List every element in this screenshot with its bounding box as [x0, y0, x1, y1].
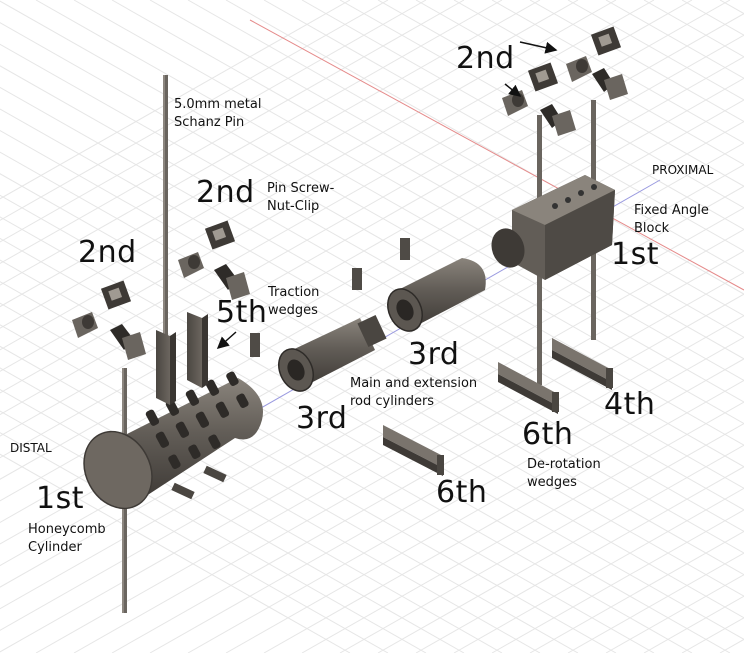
pin-screw-label: Pin Screw- Nut-Clip: [267, 181, 335, 214]
grid-line: [491, 509, 744, 653]
grid-line: [0, 453, 351, 653]
small-wedge: [250, 333, 260, 357]
step-2nd-left: 2nd: [78, 235, 137, 270]
grid-line: [301, 401, 744, 653]
grid-line: [187, 336, 744, 653]
grid-line: [0, 0, 617, 351]
grid-line: [263, 0, 744, 274]
step-2nd-top: 2nd: [456, 41, 515, 76]
grid-line: [453, 487, 744, 653]
grid-line: [0, 0, 541, 308]
grid-line: [643, 595, 744, 653]
rod-cylinder-main: [278, 314, 387, 392]
clip-group-left: [72, 280, 146, 360]
fixed-angle-block: [491, 175, 615, 280]
grid-line: [339, 423, 744, 653]
proximal-label: PROXIMAL: [652, 163, 714, 177]
schanz-pin-long: [163, 75, 168, 360]
grid-line: [35, 250, 744, 653]
traction-wedge-a: [156, 330, 176, 405]
arrow-2nd-top-b: [504, 83, 522, 97]
red-axis: [249, 19, 744, 291]
traction-wedge-b: [187, 312, 208, 388]
grid-line: [339, 0, 744, 230]
step-6th-b: 6th: [436, 475, 488, 510]
cylinder-foot-a: [171, 482, 195, 500]
grid-line: [149, 315, 744, 653]
arrow-2nd-top: [519, 41, 558, 54]
derotation-wedge-4th: [552, 338, 613, 390]
grid-line: [0, 0, 579, 329]
grid-line: [415, 0, 744, 187]
step-1st-cyl: 1st: [36, 481, 84, 516]
grid-line: [377, 444, 744, 653]
grid-line: [263, 379, 744, 653]
grid-line: [0, 0, 427, 243]
cylinder-foot-b: [203, 465, 227, 483]
grid-line: [187, 0, 744, 317]
grid-line: [0, 0, 351, 200]
grid-line: [111, 293, 744, 653]
traction-label: Traction wedges: [268, 285, 320, 318]
grid-line: [301, 0, 744, 252]
grid-line: [415, 466, 744, 653]
grid-line: [35, 0, 744, 403]
rod-clip-a: [352, 268, 362, 290]
step-3rd-a: 3rd: [296, 401, 348, 436]
clip-group-top: [502, 26, 628, 136]
grid-line: [0, 410, 427, 653]
grid-line: [0, 0, 389, 221]
grid-line: [529, 530, 744, 653]
step-1st-block: 1st: [611, 237, 659, 272]
grid-line: [0, 345, 541, 653]
grid-line: [529, 0, 744, 123]
grid-line: [225, 358, 744, 653]
distal-label: DISTAL: [10, 441, 52, 455]
grid-line: [225, 0, 744, 295]
clip-group-mid: [178, 220, 250, 300]
rod-cylinder-extension: [387, 258, 486, 332]
arrow-5th: [216, 331, 237, 349]
grid-line: [377, 0, 744, 209]
step-5th: 5th: [216, 295, 268, 330]
step-4th: 4th: [604, 387, 656, 422]
grid-line: [0, 0, 465, 265]
fixed-block-label: Fixed Angle Block: [634, 203, 709, 236]
grid-line: [0, 0, 503, 286]
grid-line: [681, 0, 744, 36]
grid-line: [681, 617, 744, 653]
step-6th-a: 6th: [522, 417, 574, 452]
grid-line: [643, 0, 744, 58]
step-2nd-mid: 2nd: [196, 175, 255, 210]
derotation-wedge-6th-b: [383, 425, 444, 476]
grid-line: [491, 0, 744, 144]
grid-line: [0, 432, 389, 653]
main-ext-label: Main and extension rod cylinders: [350, 376, 478, 409]
honeycomb-label: Honeycomb Cylinder: [28, 522, 106, 555]
grid-line: [0, 367, 503, 653]
step-3rd-b: 3rd: [408, 337, 460, 372]
grid-line: [73, 271, 744, 653]
derotation-label: De-rotation wedges: [527, 457, 601, 490]
rod-clip-b: [400, 238, 410, 260]
grid-line: [453, 0, 744, 166]
schanz-pin-label: 5.0mm metal Schanz Pin: [174, 97, 262, 130]
honeycomb-cylinder: [83, 371, 263, 510]
grid-line: [0, 388, 465, 653]
derotation-wedge-6th-a: [498, 362, 559, 414]
